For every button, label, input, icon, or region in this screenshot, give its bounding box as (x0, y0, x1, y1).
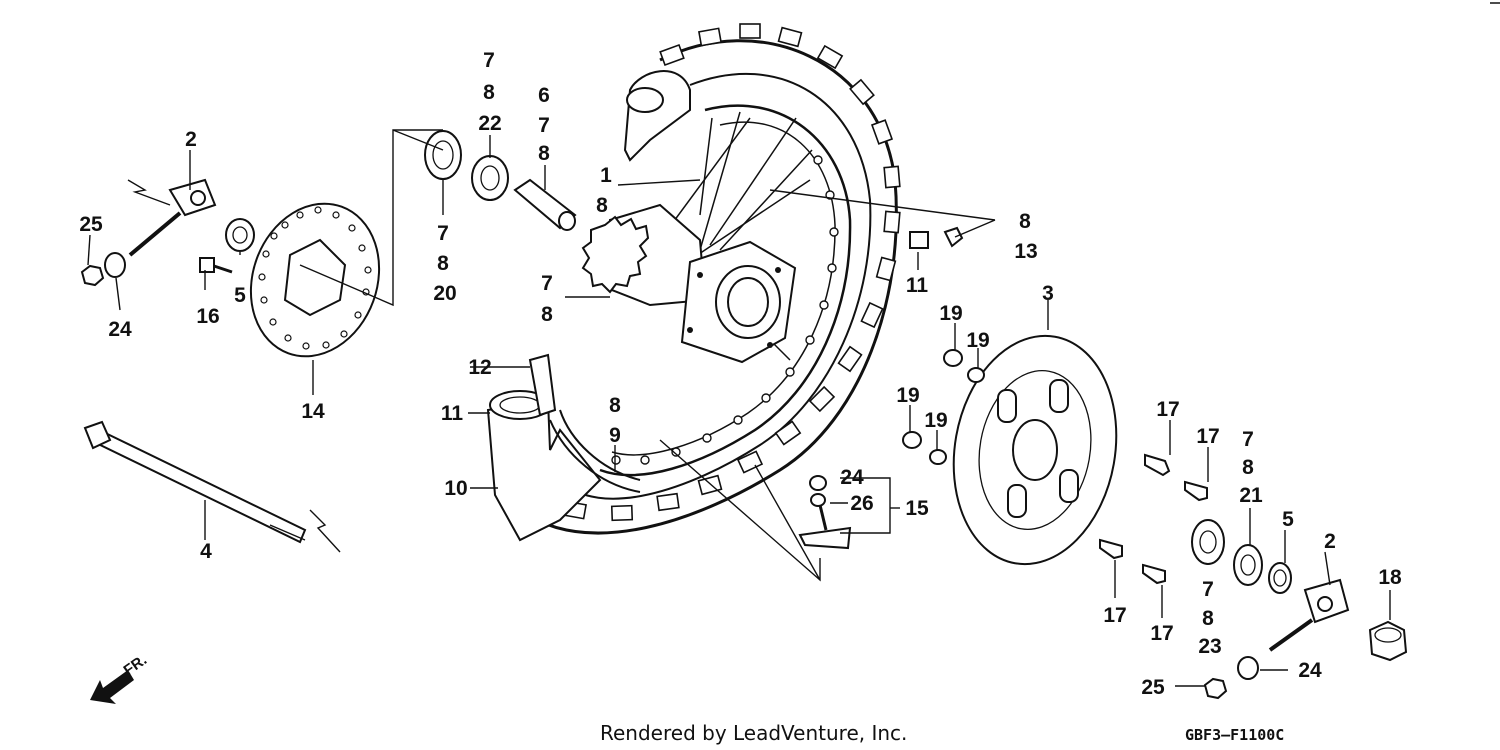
callout-12: 12 (468, 356, 491, 379)
callout-11: 11 (906, 274, 929, 297)
leader-lines (87, 129, 1391, 687)
callout-8: 8 (483, 81, 495, 104)
collar-right (1268, 562, 1292, 594)
callout-8: 8 (609, 394, 621, 417)
callout-7: 7 (1202, 578, 1214, 601)
callout-labels: 1 2 2 3 4 5 5 6 7 8 22 7 8 7 8 20 8 7 8 … (79, 49, 1402, 699)
diagram-code: GBF3—F1100C (1185, 726, 1284, 744)
bearing-23 (1191, 519, 1225, 565)
tube-section (486, 353, 641, 542)
callout-8: 8 (1019, 210, 1031, 233)
callout-26: 26 (850, 492, 873, 515)
callout-24: 24 (1298, 659, 1322, 682)
callout-8: 8 (437, 252, 449, 275)
nuts-right (1203, 656, 1259, 700)
callout-11: 11 (441, 402, 464, 425)
oil-seal-21 (1233, 544, 1263, 586)
callout-2: 2 (1324, 530, 1336, 553)
callout-19: 19 (924, 409, 947, 432)
chain-adjuster-left (128, 178, 217, 257)
callout-19: 19 (896, 384, 919, 407)
rear-axle (83, 420, 307, 544)
bearing-20 (424, 130, 462, 180)
callout-19: 19 (939, 302, 962, 325)
callout-24: 24 (840, 466, 864, 489)
rear-wheel-assembly (486, 23, 901, 542)
callout-25: 25 (79, 213, 103, 236)
callout-22: 22 (478, 112, 501, 135)
callout-17: 17 (1150, 622, 1173, 645)
rim-lock-assembly (798, 475, 852, 550)
callout-8: 8 (538, 142, 550, 165)
callout-17: 17 (1103, 604, 1126, 627)
callout-5: 5 (234, 284, 246, 307)
nuts-left (80, 252, 126, 287)
brake-disc (249, 202, 381, 358)
callout-14: 14 (301, 400, 325, 423)
callout-13: 13 (1014, 240, 1037, 263)
callout-7: 7 (538, 114, 550, 137)
wheel-hub (581, 203, 797, 364)
callout-21: 21 (1239, 484, 1263, 507)
callout-24: 24 (108, 318, 132, 341)
rim-nipples (611, 155, 839, 465)
callout-5: 5 (1282, 508, 1294, 531)
callout-9: 9 (609, 424, 621, 447)
callout-6: 6 (538, 84, 550, 107)
callout-7: 7 (483, 49, 495, 72)
footer-credit: Rendered by LeadVenture, Inc. (600, 721, 907, 745)
chain-adjuster-right (1268, 578, 1350, 652)
bolt-16 (199, 257, 233, 274)
tire-tread (522, 23, 901, 522)
break-marks (127, 179, 341, 553)
callout-15: 15 (905, 497, 929, 520)
callout-20: 20 (433, 282, 456, 305)
callout-25: 25 (1141, 676, 1165, 699)
valve-cap (909, 226, 964, 249)
callout-23: 23 (1198, 635, 1221, 658)
nuts-19 (902, 349, 985, 465)
callout-10: 10 (444, 477, 467, 500)
callout-8: 8 (596, 194, 608, 217)
callout-17: 17 (1156, 398, 1179, 421)
collar-left (225, 218, 255, 252)
distance-collar-6 (513, 178, 577, 231)
callout-18: 18 (1378, 566, 1402, 589)
callout-1: 1 (600, 164, 612, 187)
callout-4: 4 (200, 540, 212, 563)
callout-17: 17 (1196, 425, 1219, 448)
callout-8: 8 (1202, 607, 1214, 630)
callout-8: 8 (1242, 456, 1254, 479)
driven-sprocket (952, 334, 1118, 566)
callout-2: 2 (185, 128, 197, 151)
spokes (659, 111, 813, 361)
callout-7: 7 (437, 222, 449, 245)
callout-3: 3 (1042, 282, 1054, 305)
callout-19: 19 (966, 329, 989, 352)
bearing-22 (471, 155, 509, 201)
callout-7: 7 (541, 272, 553, 295)
callout-8: 8 (541, 303, 553, 326)
callout-7: 7 (1242, 428, 1254, 451)
axle-nut-18 (1368, 620, 1408, 662)
callout-16: 16 (196, 305, 219, 328)
bolts-17 (1099, 453, 1208, 585)
front-direction-arrow-icon: FR. (90, 651, 150, 704)
